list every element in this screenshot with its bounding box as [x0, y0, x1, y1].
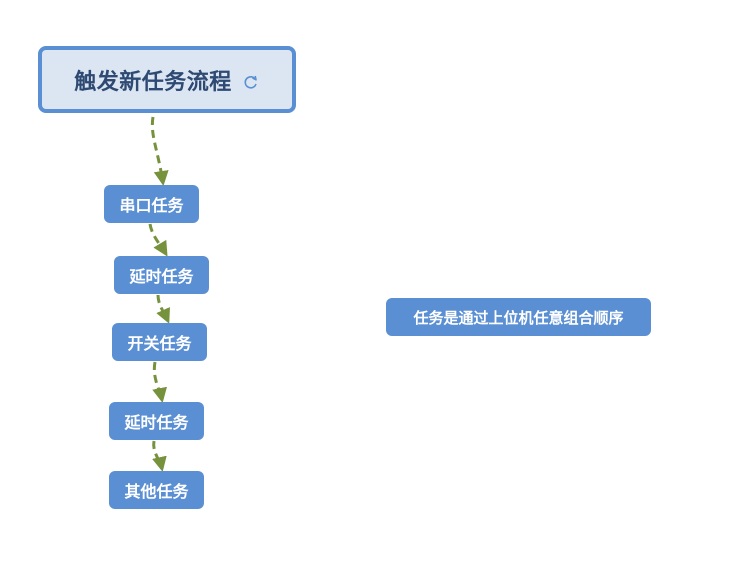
- step-node-label: 开关任务: [127, 334, 192, 353]
- connector-step-4-to-step-5: [152, 440, 167, 472]
- root-node[interactable]: 触发新任务流程: [38, 46, 296, 113]
- connector-step-3-to-step-4: [152, 361, 167, 403]
- floating-note-label: 任务是通过上位机任意组合顺序: [413, 308, 624, 327]
- step-node-label: 延时任务: [129, 267, 194, 286]
- step-node-switch-task[interactable]: 开关任务: [112, 323, 207, 361]
- floating-note-node[interactable]: 任务是通过上位机任意组合顺序: [386, 298, 651, 336]
- step-node-delay-task-1[interactable]: 延时任务: [114, 256, 209, 294]
- connector-step-2-to-step-3: [156, 294, 170, 324]
- connector-root-to-step-1: [150, 116, 169, 186]
- step-node-delay-task-2[interactable]: 延时任务: [109, 402, 204, 440]
- connector-step-1-to-step-2: [148, 223, 168, 257]
- step-node-label: 延时任务: [124, 413, 189, 432]
- step-node-label: 其他任务: [124, 482, 189, 501]
- root-node-title: 触发新任务流程: [74, 69, 232, 95]
- step-node-serial-task[interactable]: 串口任务: [104, 185, 199, 223]
- step-node-label: 串口任务: [119, 196, 184, 215]
- step-node-other-task[interactable]: 其他任务: [109, 471, 204, 509]
- refresh-icon: [242, 73, 260, 91]
